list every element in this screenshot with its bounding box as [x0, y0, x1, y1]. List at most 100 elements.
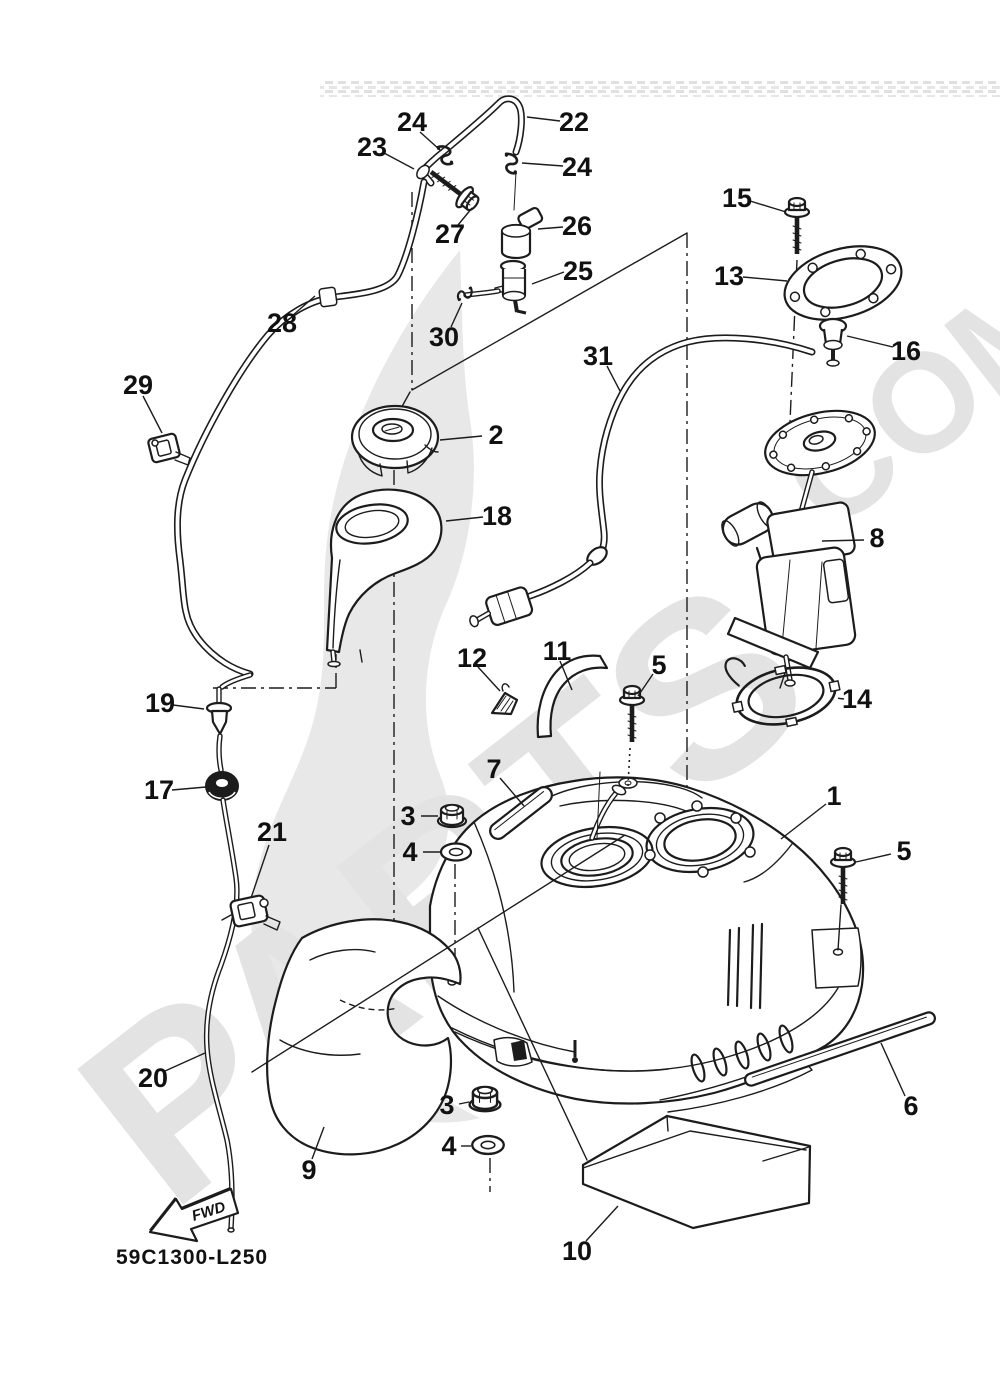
nut-3-upper	[436, 803, 468, 829]
callout-4-3: 4	[402, 837, 417, 867]
hose-fitting	[318, 286, 338, 308]
callout-leader-18-17	[445, 516, 484, 522]
watermark-top-band	[320, 80, 1000, 97]
callout-leader-20-19	[164, 1052, 206, 1072]
callout-leader-29-29	[142, 395, 163, 434]
clip-12	[490, 683, 519, 716]
callout-1-0: 1	[826, 781, 841, 811]
callout-leader-23-22	[383, 152, 415, 170]
joint-valve-19	[205, 686, 233, 736]
callout-18-17: 18	[482, 501, 512, 531]
callout-leader-11-10	[559, 660, 573, 691]
fuel-pump-group	[469, 198, 903, 728]
callout-leader-9-8	[311, 1126, 325, 1160]
callout-leader-2-1	[439, 435, 483, 441]
callout-8-7: 8	[869, 523, 884, 553]
filler-opening	[540, 771, 654, 889]
bracket-10	[581, 1114, 812, 1230]
callout-leader-13-12	[742, 276, 788, 282]
washer-4-lower	[471, 1134, 505, 1156]
callout-5-34: 5	[896, 836, 911, 866]
callout-leader-7-6	[499, 777, 525, 807]
pump-opening	[644, 800, 756, 878]
callout-2-1: 2	[488, 420, 503, 450]
callout-14-13: 14	[842, 684, 872, 714]
callout-leader-8-7	[821, 539, 865, 542]
callouts-layer: 1234567891011121314151617181920212223242…	[123, 107, 921, 1266]
callout-10-9: 10	[562, 1236, 592, 1266]
callout-22-21: 22	[559, 107, 589, 137]
callout-20-19: 20	[138, 1063, 168, 1093]
lock-ring-14	[724, 657, 841, 728]
vent-hose-assembly	[416, 95, 544, 315]
callout-24-23: 24	[397, 107, 427, 137]
callout-leader-12-11	[477, 666, 501, 692]
protector-9	[266, 918, 462, 1156]
callout-21-20: 21	[257, 817, 287, 847]
screw-27	[424, 162, 483, 215]
callout-30-30: 30	[429, 322, 459, 352]
tube-clamp-21	[221, 894, 281, 931]
fuel-tank-1	[428, 771, 865, 1113]
callout-9-8: 9	[301, 1155, 316, 1185]
pipe-clamp-29	[147, 432, 191, 466]
bolt-15	[785, 198, 809, 254]
callout-24-24: 24	[562, 152, 592, 182]
part-code: 59C1300-L250	[116, 1246, 268, 1269]
vent-pipe-23	[416, 164, 435, 187]
callout-16-15: 16	[891, 336, 921, 366]
callout-31-31: 31	[583, 341, 613, 371]
callout-19-18: 19	[145, 688, 175, 718]
callout-13-12: 13	[714, 261, 744, 291]
damper-7	[489, 786, 553, 840]
callout-leader-27-27	[457, 207, 473, 226]
callout-leader-28-28	[291, 295, 316, 317]
quick-connector	[469, 586, 534, 628]
callout-28-28: 28	[267, 308, 297, 338]
filler-neck-cover-18	[325, 488, 443, 668]
callout-leader-31-31	[606, 365, 621, 392]
fuel-cap-2	[350, 404, 440, 477]
callout-leader-3-32	[458, 1101, 470, 1105]
callout-leader-21-20	[250, 844, 270, 899]
heat-shield-11	[536, 654, 609, 739]
fuel-hose-31	[469, 334, 816, 628]
check-valve-26	[500, 206, 544, 260]
callout-17-16: 17	[144, 775, 174, 805]
drain-tube-assembly	[203, 672, 281, 1233]
callout-15-14: 15	[722, 183, 752, 213]
rollover-valve-25	[494, 259, 527, 315]
callout-12-11: 12	[457, 643, 487, 673]
callout-25-25: 25	[563, 256, 593, 286]
callout-leader-30-30	[450, 302, 463, 328]
callout-26-26: 26	[562, 211, 592, 241]
pump-float	[721, 501, 775, 547]
grommet-17	[205, 771, 239, 801]
nut-3-lower	[468, 1085, 502, 1113]
callout-leader-6-5	[880, 1042, 906, 1097]
callout-leader-5-34	[855, 853, 892, 863]
callout-7-6: 7	[486, 754, 501, 784]
locating-lines	[251, 834, 626, 1161]
callout-3-32: 3	[439, 1090, 454, 1120]
hose-clip-24b	[497, 150, 525, 177]
callout-3-2: 3	[400, 801, 415, 831]
callout-29-29: 29	[123, 370, 153, 400]
callout-11-10: 11	[543, 636, 572, 666]
callout-6-5: 6	[903, 1091, 918, 1121]
callout-leader-1-0	[780, 803, 827, 840]
grommet-16	[818, 317, 848, 367]
callout-5-4: 5	[651, 650, 666, 680]
callout-leader-14-13	[835, 697, 845, 700]
washer-4-upper	[439, 842, 473, 862]
callout-23-22: 23	[357, 132, 387, 162]
callout-leader-10-9	[585, 1205, 619, 1242]
breather-hose-28	[147, 178, 428, 678]
callout-leader-24-23	[419, 131, 441, 151]
callout-leader-17-16	[171, 786, 207, 791]
fuel-pump-8	[721, 409, 876, 687]
callout-4-33: 4	[441, 1131, 456, 1161]
callout-27-27: 27	[435, 219, 465, 249]
